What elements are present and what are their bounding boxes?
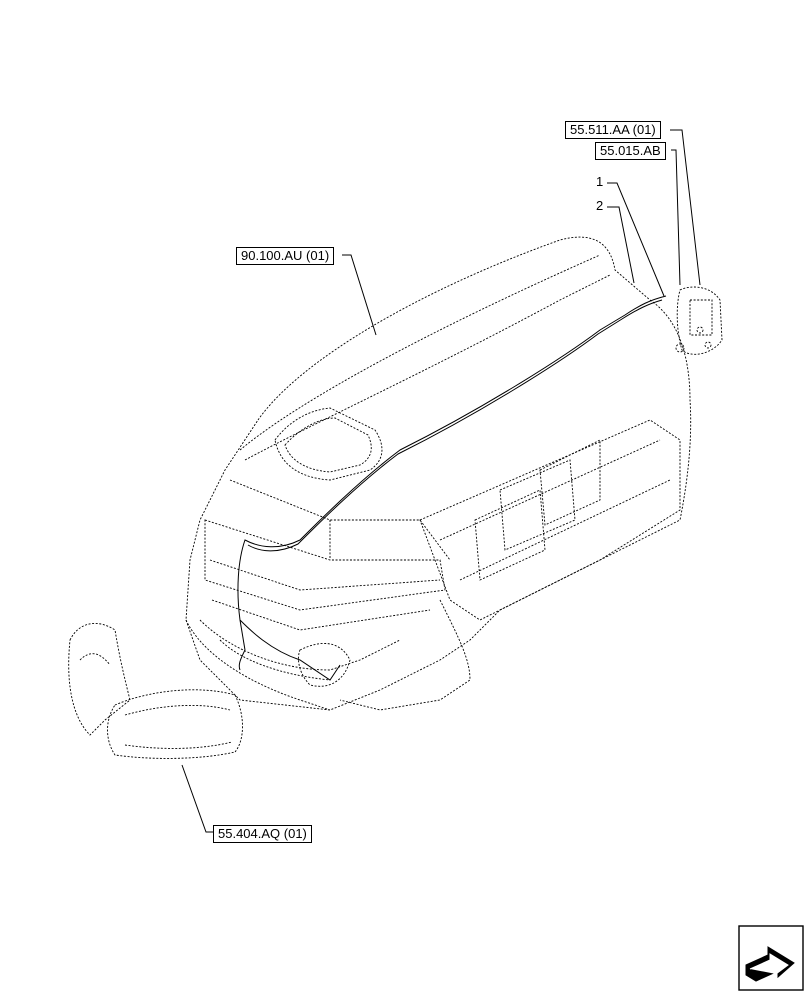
connectors-detail: [675, 286, 723, 355]
wiring-harness: [237, 295, 667, 681]
item-label-1: 1: [596, 174, 604, 189]
item-label-2: 2: [596, 198, 604, 213]
next-page-arrow-icon[interactable]: [738, 925, 804, 991]
callout-55-404-aq[interactable]: 55.404.AQ (01): [213, 825, 312, 843]
side-vents: [474, 439, 601, 581]
front-lights-assembly: [68, 623, 243, 759]
hood-top-panel: [244, 274, 611, 461]
front-grille: [204, 519, 446, 611]
side-panel: [419, 419, 681, 621]
leader-lines: [181, 129, 701, 833]
callout-90-100-au[interactable]: 90.100.AU (01): [236, 247, 335, 265]
hood-outline: [185, 236, 692, 711]
callout-55-015-ab[interactable]: 55.015.AB: [595, 142, 666, 160]
callout-55-511-aa[interactable]: 55.511.AA (01): [565, 121, 661, 139]
hood-ridge: [239, 254, 601, 451]
